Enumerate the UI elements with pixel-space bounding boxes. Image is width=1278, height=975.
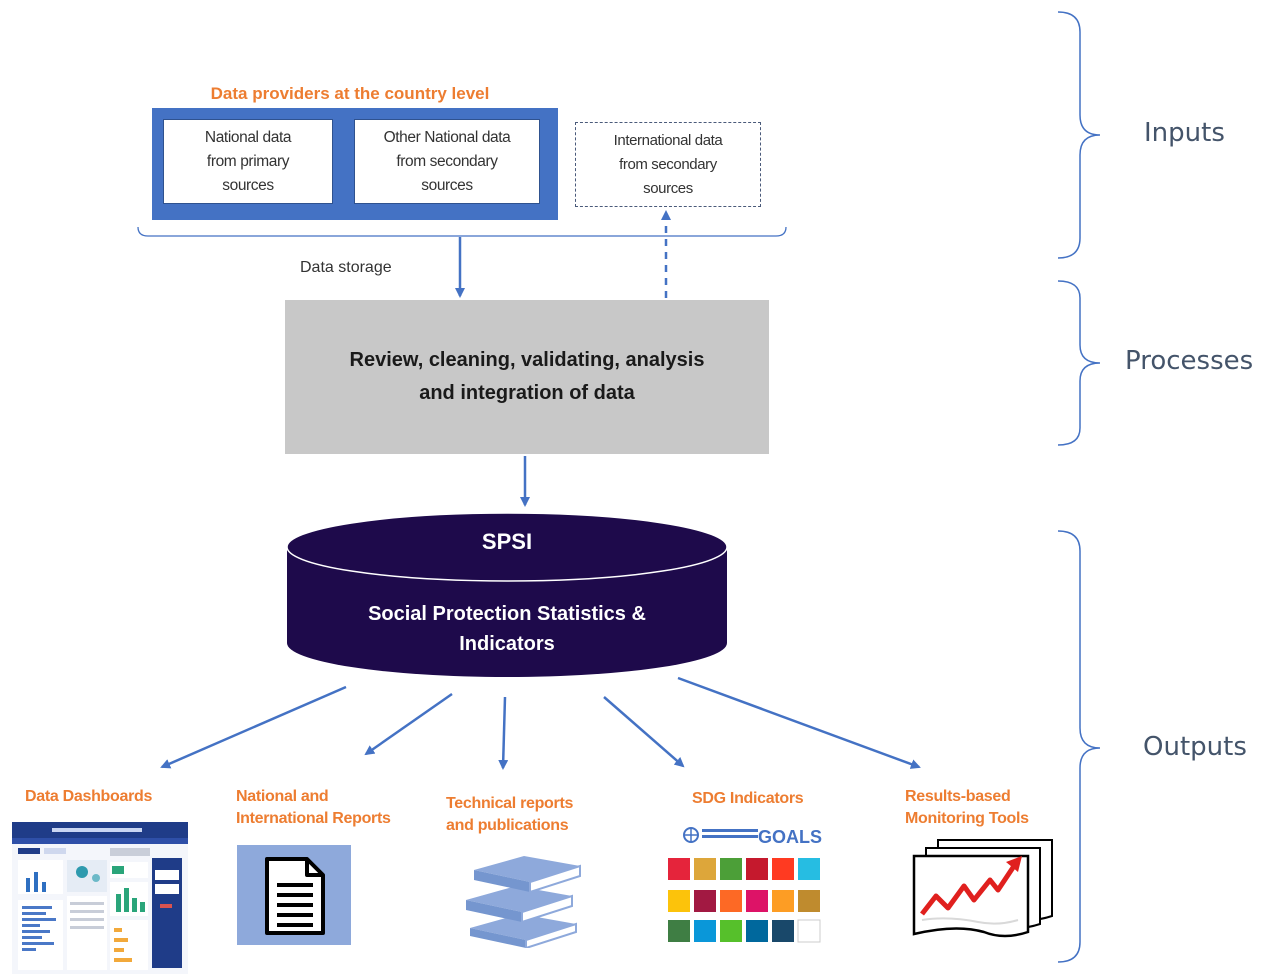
arrow-to-dashboards: [160, 685, 347, 769]
providers-title: Data providers at the country level: [210, 84, 490, 103]
outputs-label: Outputs: [1143, 732, 1247, 762]
database-acronym: SPSI: [481, 529, 533, 554]
output-label-sdg: SDG Indicators: [692, 790, 804, 807]
inputs-brace: [1057, 11, 1101, 259]
data-storage-label: Data storage: [300, 259, 392, 276]
arrow-to-technical: [498, 696, 509, 770]
processes-brace: [1057, 280, 1101, 446]
dashboard-thumbnail-image: [12, 822, 188, 974]
arrow-to-reports: [364, 692, 453, 756]
sdg-goals-word: GOALS: [758, 827, 822, 847]
books-icon: [466, 856, 581, 948]
processes-label: Processes: [1125, 346, 1254, 376]
sdg-goals-grid-image: [668, 858, 821, 943]
sdg-logo: GOALS: [683, 827, 822, 847]
monitoring-chart-icon: [912, 839, 1053, 938]
output-label-dashboards: Data Dashboards: [25, 788, 153, 805]
database-title: Social Protection Statistics &Indicators: [368, 603, 646, 655]
database-cylinder-top: [286, 512, 728, 582]
arrow-to-monitoring: [677, 676, 921, 769]
arrow-to-sdg: [603, 696, 685, 768]
providers-bracket: [137, 226, 787, 237]
document-icon: [237, 845, 351, 945]
outputs-brace: [1057, 530, 1101, 963]
inputs-label: Inputs: [1144, 118, 1225, 148]
